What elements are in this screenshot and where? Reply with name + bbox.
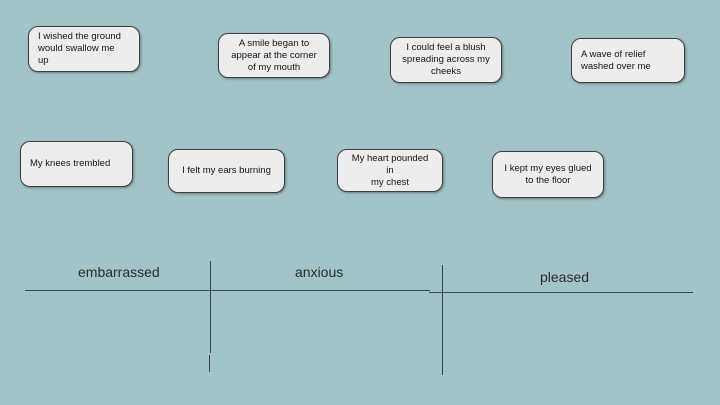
phrase-card-wave-of-relief[interactable]: A wave of relief washed over me xyxy=(571,38,685,83)
phrase-card-heart-pounded[interactable]: My heart pounded in my chest xyxy=(337,149,443,192)
phrase-text: I kept my eyes glued to the floor xyxy=(504,162,592,186)
phrase-text: I wished the ground would swallow me up xyxy=(38,31,121,66)
table-horizontal-line-left xyxy=(25,290,430,292)
phrase-text: My knees trembled xyxy=(30,158,111,169)
table-vertical-divider-1-extension xyxy=(209,355,211,372)
category-label-anxious: anxious xyxy=(295,264,344,280)
phrase-text: A smile began to appear at the corner of… xyxy=(231,37,317,73)
phrase-card-knees-trembled[interactable]: My knees trembled xyxy=(20,141,133,187)
phrase-text: I could feel a blush spreading across my… xyxy=(402,42,490,77)
category-label-embarrassed: embarrassed xyxy=(78,264,160,280)
table-horizontal-line-right xyxy=(429,292,693,294)
phrase-text: My heart pounded in my chest xyxy=(351,152,429,188)
phrase-text: A wave of relief washed over me xyxy=(581,48,651,72)
phrase-card-smile-began[interactable]: A smile began to appear at the corner of… xyxy=(218,33,330,78)
category-label-pleased: pleased xyxy=(540,269,590,285)
phrase-card-blush-spreading[interactable]: I could feel a blush spreading across my… xyxy=(390,37,502,83)
phrase-text: I felt my ears burning xyxy=(182,165,271,176)
phrase-card-wished-ground[interactable]: I wished the ground would swallow me up xyxy=(28,26,140,72)
table-vertical-divider-1 xyxy=(210,261,212,353)
phrase-card-eyes-glued[interactable]: I kept my eyes glued to the floor xyxy=(492,151,604,198)
table-vertical-divider-2 xyxy=(442,265,444,375)
phrase-card-ears-burning[interactable]: I felt my ears burning xyxy=(168,149,285,193)
